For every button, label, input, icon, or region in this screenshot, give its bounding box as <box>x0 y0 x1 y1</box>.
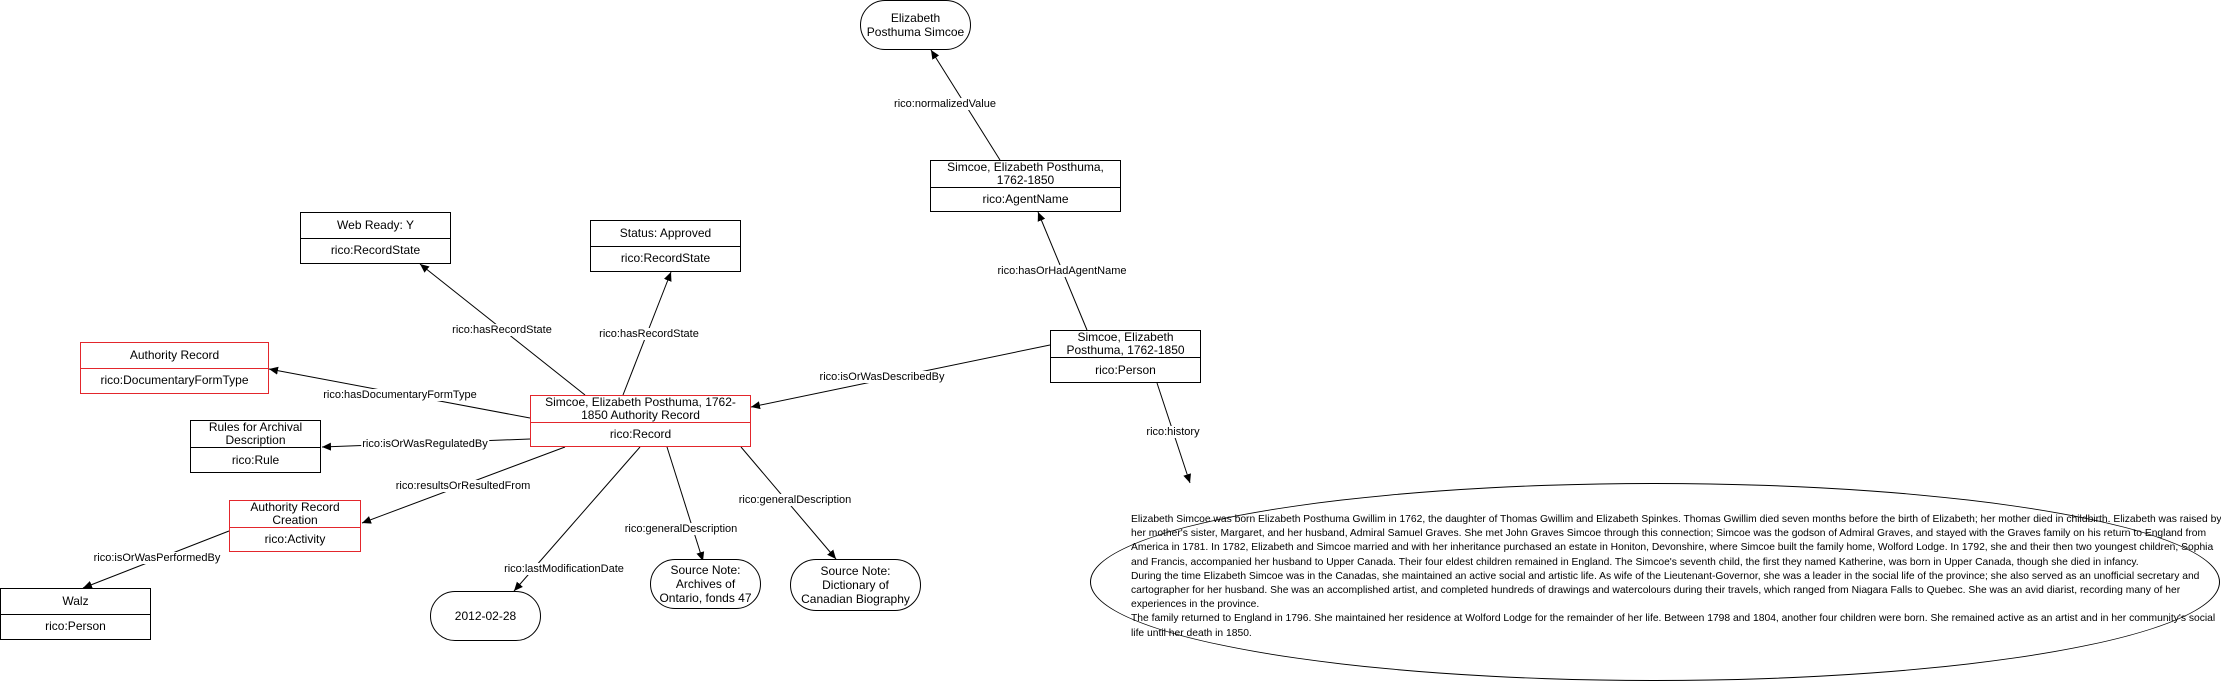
status-node[interactable]: Status: Approved rico:RecordState <box>590 220 741 272</box>
history-paragraph-1: Elizabeth Simcoe was born Elizabeth Post… <box>1131 514 2221 568</box>
web-ready-node-type: rico:RecordState <box>330 243 421 258</box>
edge-label-history: rico:history <box>1145 426 1201 438</box>
record-node-type: rico:Record <box>609 427 672 441</box>
edge-label-normalized-value: rico:normalizedValue <box>893 98 997 110</box>
edge-label-is-or-was-regulated-by: rico:isOrWasRegulatedBy <box>361 438 489 450</box>
rules-node-type: rico:Rule <box>231 452 280 467</box>
edge-label-has-documentary-form-type: rico:hasDocumentaryFormType <box>322 389 478 401</box>
edge-label-is-or-was-performed-by: rico:isOrWasPerformedBy <box>92 552 222 564</box>
web-ready-node-title: Web Ready: Y <box>301 213 450 239</box>
edge-label-is-or-was-described-by: rico:isOrWasDescribedBy <box>818 371 946 383</box>
creation-node[interactable]: Authority Record Creation rico:Activity <box>229 500 361 552</box>
walz-node-title: Walz <box>1 589 150 615</box>
date-node[interactable]: 2012-02-28 <box>430 591 541 641</box>
record-node[interactable]: Simcoe, Elizabeth Posthuma, 1762-1850 Au… <box>530 395 751 447</box>
status-node-type: rico:RecordState <box>620 251 711 266</box>
authority-record-node[interactable]: Authority Record rico:DocumentaryFormTyp… <box>80 342 269 394</box>
person-node[interactable]: Simcoe, Elizabeth Posthuma, 1762-1850 ri… <box>1050 330 1201 383</box>
edge-label-results-or-resulted-from: rico:resultsOrResultedFrom <box>394 480 532 492</box>
source-dcb-node[interactable]: Source Note: Dictionary of Canadian Biog… <box>790 559 921 611</box>
creation-node-title: Authority Record Creation <box>230 501 360 528</box>
person-node-title: Simcoe, Elizabeth Posthuma, 1762-1850 <box>1051 331 1200 358</box>
edge-label-has-record-state-1: rico:hasRecordState <box>451 324 553 336</box>
agent-name-node[interactable]: Simcoe, Elizabeth Posthuma, 1762-1850 ri… <box>930 160 1121 212</box>
authority-record-node-type: rico:DocumentaryFormType <box>100 373 249 388</box>
history-paragraph-2: During the time Elizabeth Simcoe was in … <box>1131 570 2200 611</box>
record-node-title: Simcoe, Elizabeth Posthuma, 1762-1850 Au… <box>531 396 750 423</box>
authority-record-node-title: Authority Record <box>81 343 268 369</box>
status-node-title: Status: Approved <box>591 221 740 247</box>
source-ao-node[interactable]: Source Note: Archives of Ontario, fonds … <box>650 559 761 609</box>
walz-node-type: rico:Person <box>45 619 106 634</box>
edge-label-has-record-state-2: rico:hasRecordState <box>598 328 700 340</box>
walz-node[interactable]: Walz rico:Person <box>0 588 151 640</box>
edge-label-general-description-1: rico:generalDescription <box>623 523 739 535</box>
history-node[interactable]: Elizabeth Simcoe was born Elizabeth Post… <box>1090 483 2221 681</box>
web-ready-node[interactable]: Web Ready: Y rico:RecordState <box>300 212 451 264</box>
normalized-value-node[interactable]: Elizabeth Posthuma Simcoe <box>860 0 971 50</box>
history-paragraph-3: The family returned to England in 1796. … <box>1131 613 2216 639</box>
creation-node-type: rico:Activity <box>264 532 326 546</box>
agent-name-node-type: rico:AgentName <box>982 192 1069 206</box>
rules-node[interactable]: Rules for Archival Description rico:Rule <box>190 420 321 473</box>
rules-node-title: Rules for Archival Description <box>191 421 320 448</box>
edge-general-description-1 <box>666 446 705 562</box>
agent-name-node-title: Simcoe, Elizabeth Posthuma, 1762-1850 <box>931 161 1120 188</box>
history-text: Elizabeth Simcoe was born Elizabeth Post… <box>1131 513 2221 641</box>
edge-label-last-modification-date: rico:lastModificationDate <box>503 563 625 575</box>
person-node-type: rico:Person <box>1095 362 1156 377</box>
edge-label-has-or-had-agent-name: rico:hasOrHadAgentName <box>996 265 1128 277</box>
edge-label-general-description-2: rico:generalDescription <box>737 494 853 506</box>
